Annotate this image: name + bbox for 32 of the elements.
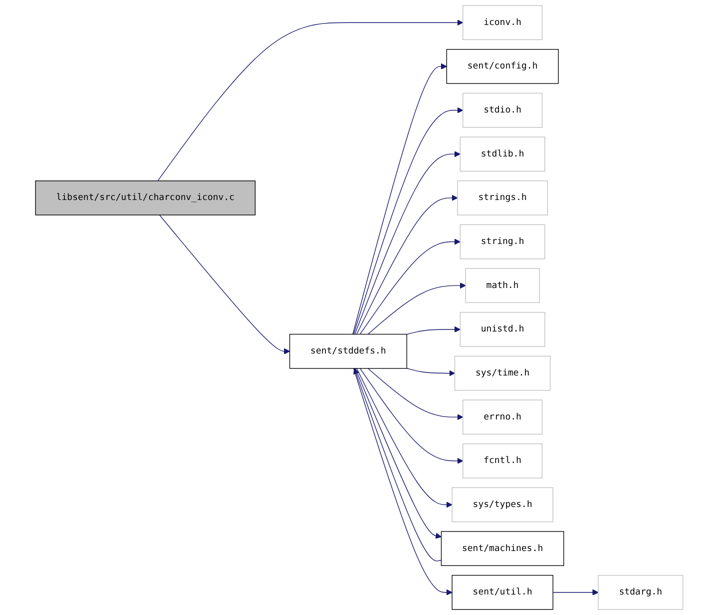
node-box: sys/time.h — [454, 356, 551, 391]
node-box: sent/config.h — [446, 49, 559, 84]
arrow — [354, 151, 461, 335]
node-box: unistd.h — [460, 312, 546, 347]
node-box: math.h — [466, 268, 540, 303]
node-box: string.h — [460, 224, 546, 260]
node-box: sent/machines.h — [441, 531, 564, 566]
node-box: libsent/src/util/charconv_iconv.c — [35, 180, 256, 216]
arrow — [406, 368, 456, 376]
arrow — [354, 368, 453, 596]
arrow — [406, 326, 461, 335]
node-box: stdarg.h — [598, 574, 684, 610]
arrow — [360, 368, 464, 464]
arrow — [158, 20, 464, 182]
arrow — [552, 589, 599, 596]
arrow — [159, 214, 290, 354]
node-box: stdio.h — [462, 92, 543, 128]
arrow — [352, 63, 448, 335]
node-box: iconv.h — [462, 5, 543, 40]
node-box: sent/util.h — [452, 574, 554, 610]
node-box: fcntl.h — [462, 443, 543, 478]
arrow — [356, 368, 453, 508]
node-box: strings.h — [457, 180, 548, 216]
arrow — [368, 282, 466, 335]
arrow — [354, 107, 464, 335]
node-box: stdlib.h — [460, 136, 546, 172]
arrow — [360, 238, 461, 335]
node-box: errno.h — [462, 400, 543, 434]
arrow — [368, 368, 464, 420]
node-box: sys/types.h — [452, 487, 554, 522]
node-box: sent/stddefs.h — [290, 334, 408, 369]
arrow — [356, 194, 458, 335]
